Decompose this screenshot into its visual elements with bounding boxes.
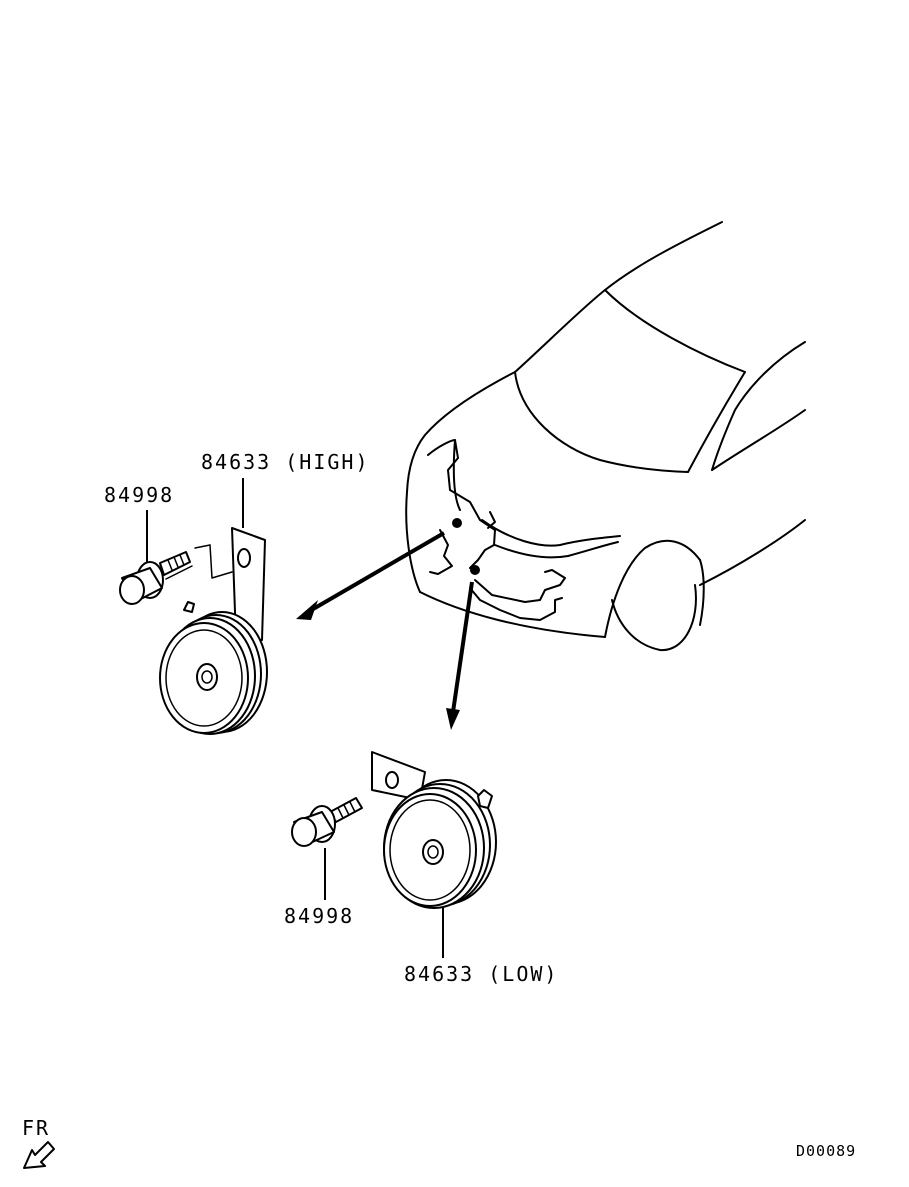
part-label-horn-high: 84633 (HIGH) — [201, 450, 370, 474]
arrow-down-left-icon — [23, 1141, 55, 1169]
front-indicator-label: FR — [22, 1116, 51, 1140]
bolt-low — [291, 797, 363, 847]
part-label-bolt-high: 84998 — [104, 483, 175, 507]
diagram-code: D00089 — [796, 1142, 857, 1160]
car-body — [405, 221, 806, 652]
horn-low — [371, 751, 497, 909]
horn-high — [159, 527, 268, 735]
callout-lines — [146, 478, 444, 958]
location-arrows — [296, 531, 474, 730]
part-label-bolt-low: 84998 — [284, 904, 355, 928]
part-label-horn-low: 84633 (LOW) — [404, 962, 559, 986]
bolt-high — [119, 551, 193, 605]
